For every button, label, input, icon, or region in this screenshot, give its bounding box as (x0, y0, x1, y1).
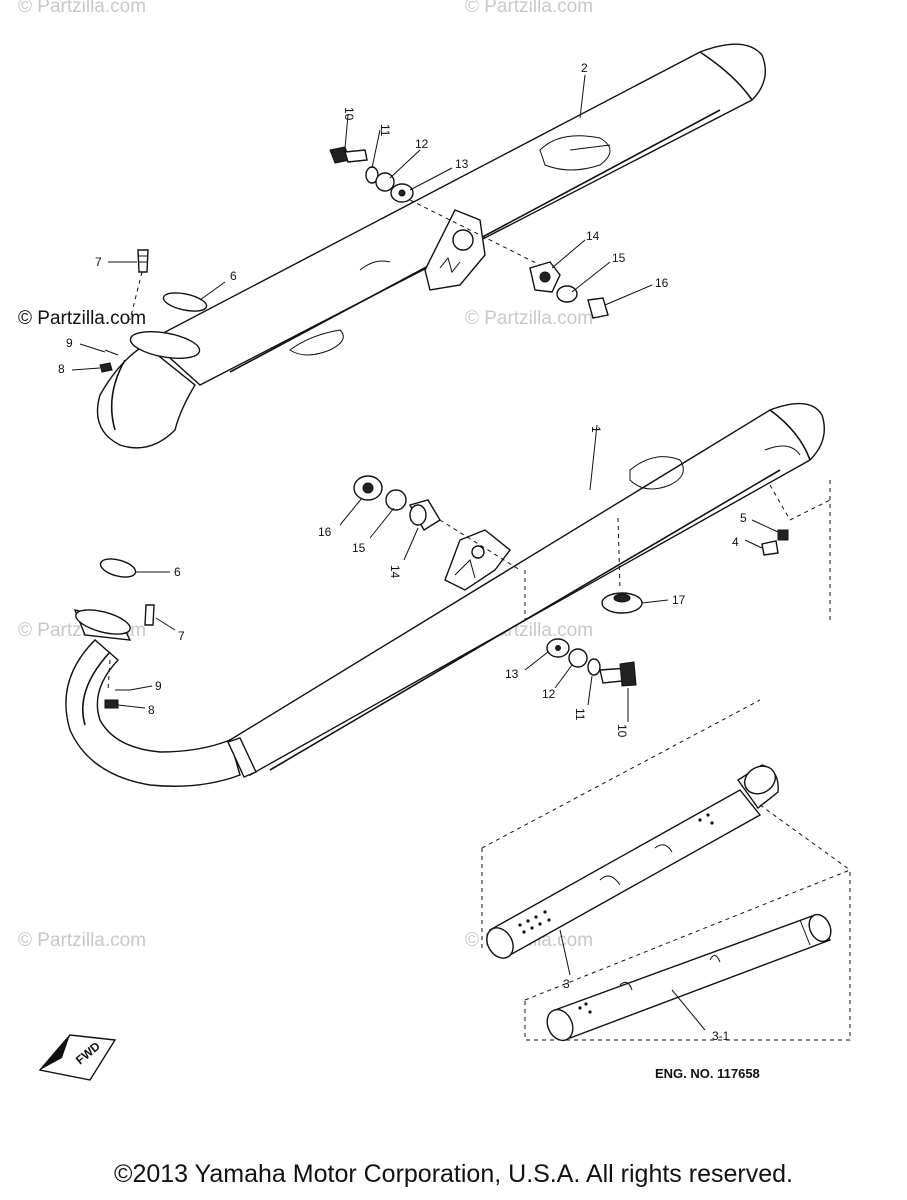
callout-10: 10 (615, 724, 629, 738)
callout-7: 7 (95, 255, 102, 269)
callout-10: 10 (342, 107, 356, 121)
callout-5: 5 (740, 511, 747, 525)
callout-7: 7 (178, 629, 185, 643)
callout-6: 6 (230, 269, 237, 283)
lower-hardware (99, 475, 831, 709)
callout-12: 12 (542, 687, 556, 701)
callout-15: 15 (612, 251, 626, 265)
callout-15: 15 (352, 541, 366, 555)
callout-4: 4 (732, 535, 739, 549)
leader-3-1 (671, 989, 706, 1031)
copyright-notice: ©2013 Yamaha Motor Corporation, U.S.A. A… (114, 1160, 793, 1188)
baffle-3-1 (524, 869, 851, 1042)
lower-leaders (117, 424, 779, 722)
watermark: © Partzilla.com (18, 0, 147, 17)
callout-6: 6 (174, 565, 181, 579)
engine-number-note: ENG. NO. 117658 (655, 1066, 760, 1081)
forward-arrow-icon: FWD (38, 1034, 117, 1081)
callout-8: 8 (58, 362, 65, 376)
baffle-3 (481, 699, 851, 959)
callout-17: 17 (672, 593, 686, 607)
callout-16: 16 (655, 276, 669, 290)
callout-13: 13 (455, 157, 469, 171)
callout-11: 11 (573, 708, 587, 721)
watermark: © Partzilla.com (18, 930, 147, 951)
callout-13: 13 (505, 667, 519, 681)
callout-14: 14 (388, 565, 402, 579)
callout-8: 8 (148, 703, 155, 717)
callout-3: 3 (563, 977, 570, 991)
callout-3-1: 3-1 (712, 1029, 730, 1043)
callout-11: 11 (378, 124, 392, 137)
upper-muffler (96, 43, 766, 449)
callout-14: 14 (586, 229, 600, 243)
callout-1: 1 (589, 426, 603, 433)
leader-3 (559, 929, 571, 976)
callout-12: 12 (415, 137, 429, 151)
callout-9: 9 (66, 336, 73, 350)
callout-9: 9 (155, 679, 162, 693)
lower-muffler (65, 402, 825, 787)
callout-16: 16 (318, 525, 332, 539)
upper-leaders (71, 74, 653, 371)
upper-hardware (99, 146, 609, 373)
watermark: © Partzilla.com (465, 308, 594, 329)
watermark: © Partzilla.com (18, 308, 147, 329)
callout-2: 2 (581, 61, 588, 75)
watermark: © Partzilla.com (465, 0, 594, 17)
